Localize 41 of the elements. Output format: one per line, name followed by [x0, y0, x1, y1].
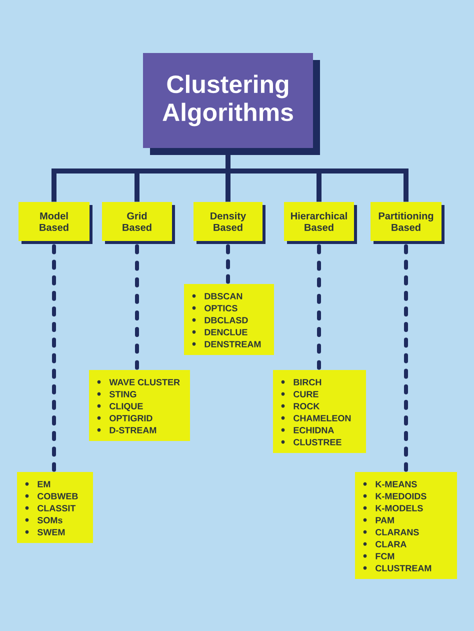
connector-line — [317, 244, 321, 370]
list-item: WAVE CLUSTER — [109, 379, 180, 386]
list-item: CLARA — [376, 541, 406, 548]
category-box: Partitioning Based — [370, 202, 444, 244]
list-item: CLUSTREE — [294, 439, 342, 446]
list-item: BIRCH — [294, 379, 322, 386]
list-item: CURE — [294, 391, 318, 398]
category-box: Model Based — [18, 202, 92, 244]
list-item: ROCK — [294, 403, 320, 410]
category-box: Hierarchical Based — [284, 202, 357, 244]
list-item: K-MEANS — [376, 481, 417, 488]
category-box: Density Based — [194, 202, 266, 244]
list-item: SWEM — [37, 529, 65, 536]
category-box: Grid Based — [102, 202, 175, 244]
connector-line — [135, 244, 139, 370]
list-item: FCM — [376, 553, 394, 560]
list-item: DENCLUE — [204, 329, 248, 336]
connector-line — [226, 155, 408, 202]
list-item: CLIQUE — [110, 403, 143, 412]
list-item: STING — [109, 391, 136, 398]
heading-box: Clustering Algorithms — [143, 53, 320, 155]
connector-line — [404, 244, 408, 472]
list-item: EM — [38, 481, 50, 488]
list-item: DBSCAN — [204, 293, 242, 300]
list-item: CHAMELEON — [294, 415, 351, 422]
list-item: CLARANS — [376, 529, 419, 536]
connector-line — [52, 244, 56, 472]
list-item: D-STREAM — [110, 427, 156, 434]
list-item: K-MODELS — [376, 505, 423, 512]
list-item: SOMs — [37, 517, 62, 524]
list-item: OPTIGRID — [110, 415, 152, 422]
list-item: CLUSTREAM — [376, 565, 432, 572]
list-item: DENSTREAM — [204, 341, 261, 348]
list-item: CLASSIT — [38, 505, 76, 512]
list-item: PAM — [376, 517, 394, 524]
list-item: DBCLASD — [204, 317, 248, 324]
connector-line — [226, 244, 230, 284]
list-item: COBWEB — [38, 493, 78, 500]
list-item: K-MEDOIDS — [376, 493, 426, 500]
list-item: ECHIDNA — [294, 427, 334, 434]
list-item: OPTICS — [204, 305, 238, 312]
